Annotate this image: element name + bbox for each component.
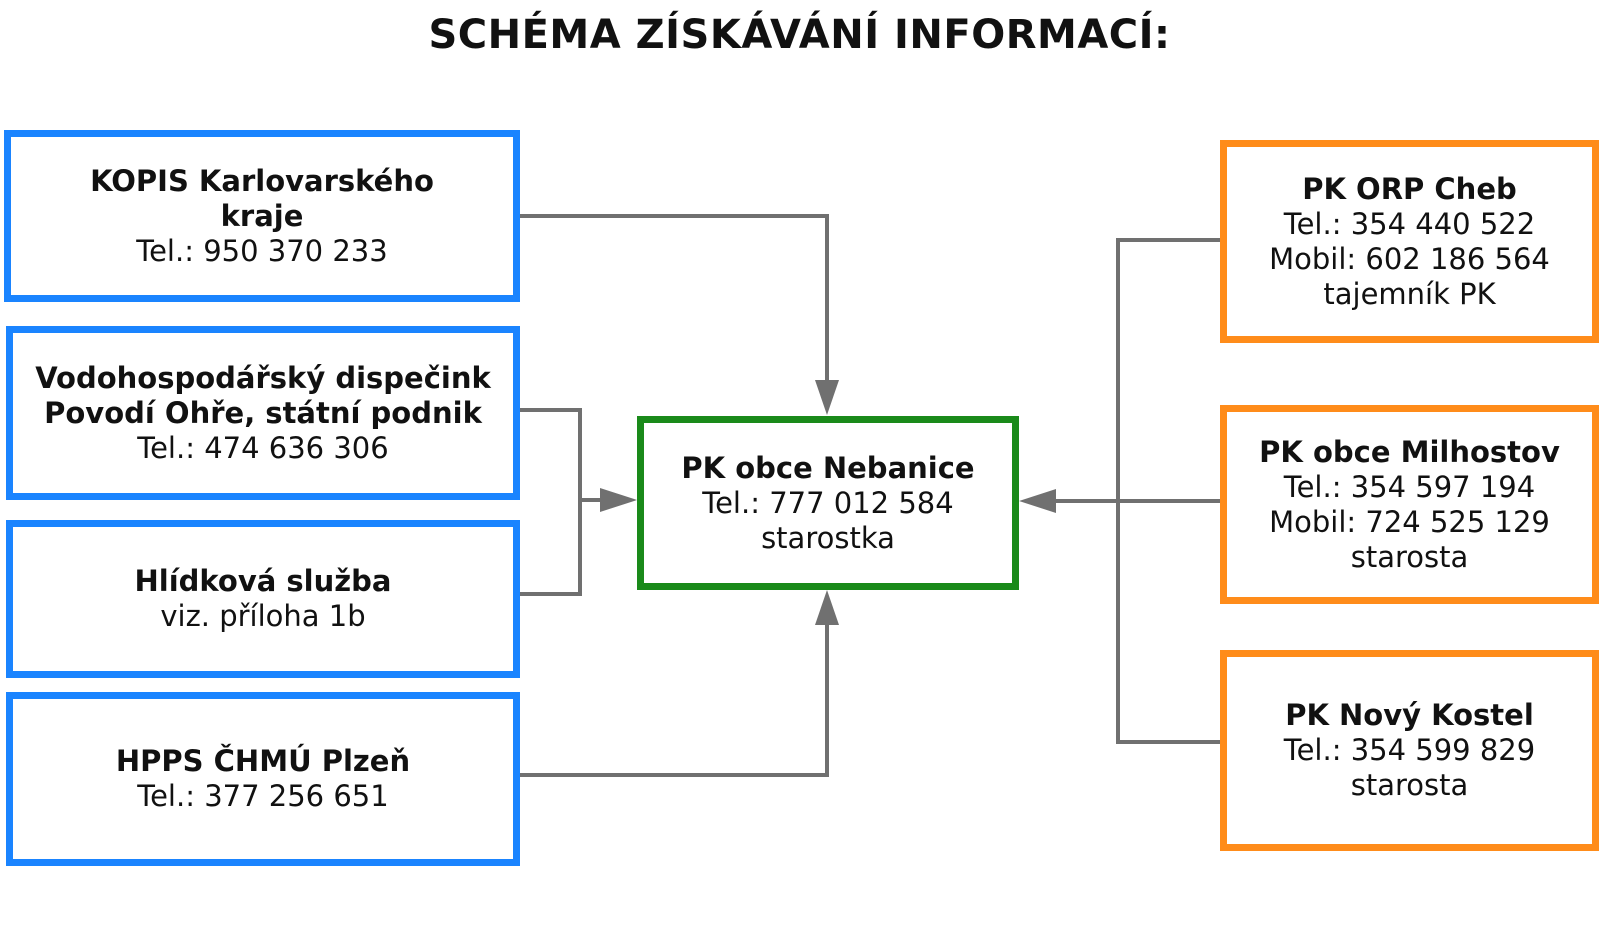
node-hlidkova-note: viz. příloha 1b	[160, 599, 366, 633]
connector-hlidkova	[510, 500, 582, 596]
connector-vodohospodarsky	[510, 408, 582, 500]
node-novy-kostel-name: PK Nový Kostel	[1285, 698, 1534, 732]
node-vodohospodarsky-phone: Tel.: 474 636 306	[137, 430, 389, 465]
node-orp-cheb-role: tajemník PK	[1323, 276, 1496, 311]
node-hpps-name: HPPS ČHMÚ Plzeň	[115, 744, 411, 778]
node-vodohospodarsky: Vodohospodářský dispečink Povodí Ohře, s…	[6, 326, 520, 500]
node-milhostov-name: PK obce Milhostov	[1259, 434, 1560, 469]
node-milhostov-role: starosta	[1350, 539, 1469, 574]
connector-hpps	[510, 620, 829, 777]
node-orp-cheb-phone: Tel.: 354 440 522	[1283, 206, 1536, 241]
node-vodohospodarsky-name-2: Povodí Ohře, státní podnik	[44, 395, 482, 430]
node-orp-cheb-name: PK ORP Cheb	[1302, 171, 1517, 206]
node-novy-kostel-phone: Tel.: 354 599 829	[1283, 733, 1536, 767]
arrow-left-icon	[1019, 489, 1056, 513]
node-vodohospodarsky-name-1: Vodohospodářský dispečink	[35, 360, 491, 395]
node-hlidkova: Hlídková služba viz. příloha 1b	[6, 520, 520, 678]
node-kopis: KOPIS Karlovarského kraje Tel.: 950 370 …	[4, 130, 520, 302]
node-kopis-name-2: kraje	[220, 198, 304, 233]
node-orp-cheb-mobile: Mobil: 602 186 564	[1269, 241, 1550, 276]
node-milhostov-mobile: Mobil: 724 525 129	[1269, 504, 1550, 539]
node-milhostov-phone: Tel.: 354 597 194	[1283, 469, 1536, 504]
node-milhostov: PK obce Milhostov Tel.: 354 597 194 Mobi…	[1220, 405, 1599, 604]
node-hlidkova-name: Hlídková služba	[134, 564, 392, 598]
node-kopis-name-1: KOPIS Karlovarského	[90, 163, 434, 198]
node-center-role: starostka	[761, 520, 895, 555]
node-novy-kostel-role: starosta	[1350, 768, 1469, 802]
node-hpps-phone: Tel.: 377 256 651	[137, 779, 389, 813]
arrow-right-icon	[600, 488, 637, 512]
arrow-down-icon	[815, 380, 839, 415]
node-center-phone: Tel.: 777 012 584	[702, 485, 954, 520]
node-center: PK obce Nebanice Tel.: 777 012 584 staro…	[637, 416, 1019, 590]
node-hpps: HPPS ČHMÚ Plzeň Tel.: 377 256 651	[6, 692, 520, 866]
node-center-name: PK obce Nebanice	[681, 450, 975, 485]
node-orp-cheb: PK ORP Cheb Tel.: 354 440 522 Mobil: 602…	[1220, 140, 1599, 343]
diagram-title: SCHÉMA ZÍSKÁVÁNÍ INFORMACÍ:	[428, 12, 1171, 58]
arrow-up-icon	[815, 590, 839, 625]
connector-orp-cheb	[1116, 238, 1220, 744]
connector-kopis	[510, 214, 829, 385]
node-kopis-phone: Tel.: 950 370 233	[136, 233, 388, 268]
node-novy-kostel: PK Nový Kostel Tel.: 354 599 829 starost…	[1220, 650, 1599, 851]
